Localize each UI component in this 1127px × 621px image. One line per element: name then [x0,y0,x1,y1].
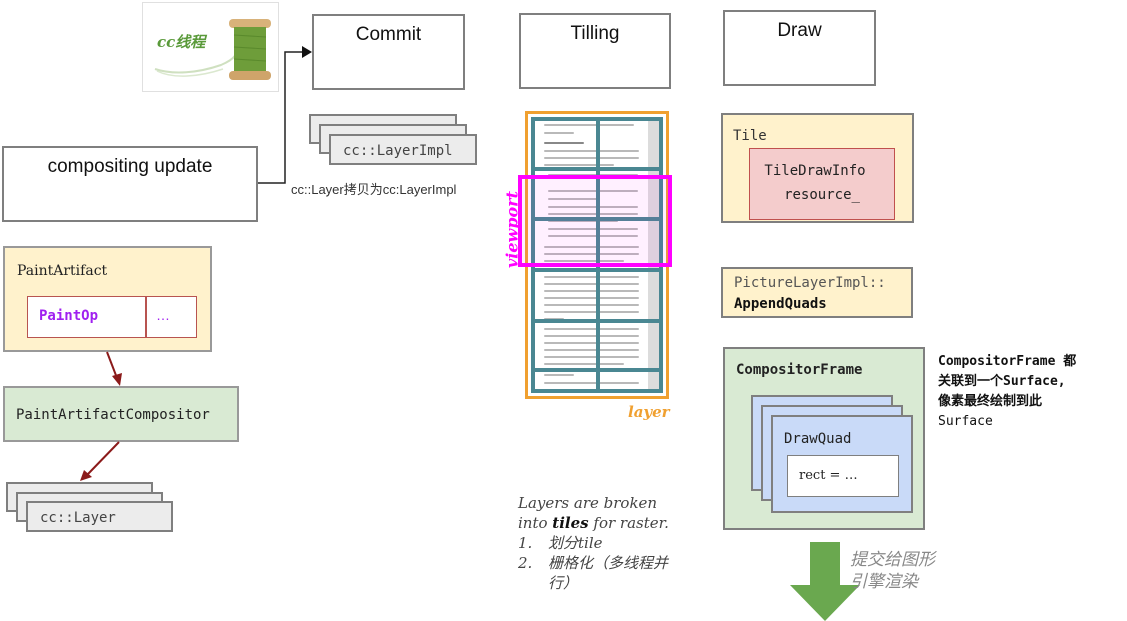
submit-note: 提交给图形 引擎渲染 [850,550,935,592]
paint-op-more: … [156,307,170,323]
paint-artifact-label: PaintArtifact [17,263,108,279]
paint-op-list: PaintOp … [27,296,197,338]
layer-label: layer [628,403,670,421]
paint-op-label: PaintOp [39,308,99,324]
cc-layer-card: cc::Layer [26,501,173,532]
layer-tiles [525,111,669,399]
rect-label: rect = … [799,468,858,483]
commit-stage-box: Commit [312,14,465,90]
compositing-update-box: compositing update [2,146,258,222]
compositing-update-label: compositing update [47,156,213,177]
tile-divider-row-2 [531,217,663,221]
tilling-stage-label: Tilling [570,23,620,44]
compositor-frame-label: CompositorFrame [736,362,863,378]
paint-op-divider [145,297,147,337]
thread-spool-icon [154,19,271,80]
compositor-frame-box: CompositorFrame DrawQuad rect = … [723,347,925,530]
draw-quad-card: DrawQuad rect = … [771,415,913,513]
thread-badge: cc线程 [142,2,279,92]
cc-layer-label: cc::Layer [40,510,116,526]
layer-impl-card: cc::LayerImpl [329,134,477,165]
tiling-caption-line2: into tiles for raster. [518,514,669,532]
page-content [534,118,644,392]
commit-stage-label: Commit [355,24,422,45]
tilling-stage-box: Tilling [519,13,671,89]
tile-divider-row-5 [531,368,663,372]
tile-label: Tile [733,128,767,144]
tiling-step-1: 1. 划分tile [518,534,603,552]
paint-artifact-compositor-box: PaintArtifactCompositor [3,386,239,442]
tile-divider-row-4 [531,319,663,323]
paint-artifact-box: PaintArtifact PaintOp … [3,246,212,352]
rect-box: rect = … [787,455,899,497]
append-quads-method: AppendQuads [734,296,827,312]
thread-badge-label: cc线程 [157,33,206,51]
tile-box: Tile TileDrawInfo resource_ [721,113,914,223]
paint-artifact-compositor-label: PaintArtifactCompositor [16,407,210,423]
surface-note: CompositorFrame 都 关联到一个Surface, 像素最终绘制到此… [938,354,1077,429]
page-scrollbar [648,118,662,392]
resource-label: resource_ [784,187,860,203]
tiling-caption: Layers are broken into tiles for raster.… [518,493,698,593]
tiling-caption-line1: Layers are broken [518,494,658,512]
tile-border-left [531,117,535,393]
tile-draw-info-box: TileDrawInfo resource_ [749,148,895,220]
append-quads-class: PictureLayerImpl:: [734,275,886,291]
tile-divider-row-1 [531,167,663,171]
viewport-rect [518,175,672,267]
tiling-step-2: 2. 栅格化（多线程并行） [518,554,669,592]
tiles-emphasis: tiles [552,514,589,532]
tile-divider-vertical [596,117,600,393]
tile-draw-info-label: TileDrawInfo [764,163,866,179]
draw-quad-label: DrawQuad [784,431,852,447]
layer-impl-label: cc::LayerImpl [343,143,453,159]
append-quads-box: PictureLayerImpl:: AppendQuads [721,267,913,318]
copy-caption: cc::Layer拷贝为cc:LayerImpl [291,182,457,197]
tile-divider-row-3 [531,268,663,272]
tile-border-right [659,117,663,393]
draw-stage-box: Draw [723,10,876,86]
draw-stage-label: Draw [777,20,822,41]
